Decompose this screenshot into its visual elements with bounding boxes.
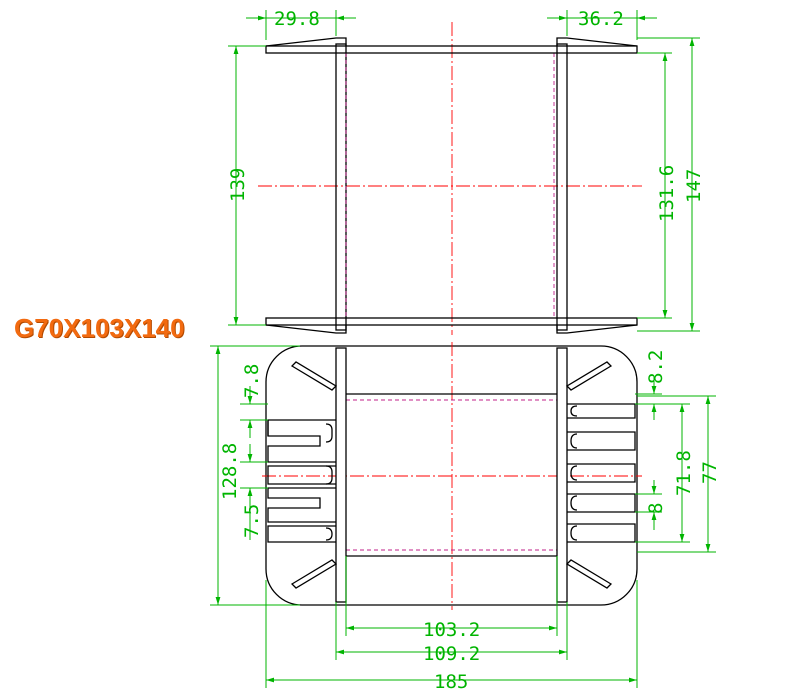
dim-inner-width: 103.2 xyxy=(423,619,480,641)
left-post-plan xyxy=(335,347,347,603)
dim-left-height: 128.8 xyxy=(219,443,241,500)
bottom-view-dimensions: 128.8 7.8 7.5 8.2 8 71.8 77 xyxy=(210,345,721,693)
dim-overall-height: 147 xyxy=(683,169,705,203)
top-view xyxy=(258,22,642,335)
flange-lip xyxy=(556,324,638,334)
dim-body-width: 109.2 xyxy=(423,643,480,665)
right-post xyxy=(556,43,568,331)
dim-slot-right: 8.2 xyxy=(645,350,667,384)
corner-ribs xyxy=(290,361,613,589)
dim-right-span: 77 xyxy=(699,461,721,484)
right-pin-slots xyxy=(567,403,636,543)
top-view-dimensions: 29.8 36.2 139 131.6 147 xyxy=(227,8,705,332)
right-post-plan xyxy=(556,347,568,603)
bottom-flange xyxy=(265,317,638,326)
dim-inner-height: 139 xyxy=(227,168,249,202)
dim-slot-left: 7.8 xyxy=(241,364,263,398)
left-post xyxy=(335,43,347,331)
flange-lip xyxy=(265,37,347,47)
dim-top-flange-right: 36.2 xyxy=(578,8,624,30)
dim-slot-span: 71.8 xyxy=(673,450,695,496)
flange-lip xyxy=(556,37,638,47)
flange-lip xyxy=(265,324,347,334)
dim-body-height: 131.6 xyxy=(656,165,678,222)
part-number-title: G70X103X140 xyxy=(14,313,185,343)
left-pin-slots xyxy=(267,419,336,543)
top-flange xyxy=(265,45,638,54)
bobbin-outline xyxy=(265,345,638,606)
bottom-view xyxy=(262,342,642,610)
dim-top-flange-left: 29.8 xyxy=(274,8,320,30)
dim-overall-width: 185 xyxy=(434,671,468,693)
dim-fin-left: 7.5 xyxy=(241,504,263,538)
dim-fin-right: 8 xyxy=(645,503,667,514)
